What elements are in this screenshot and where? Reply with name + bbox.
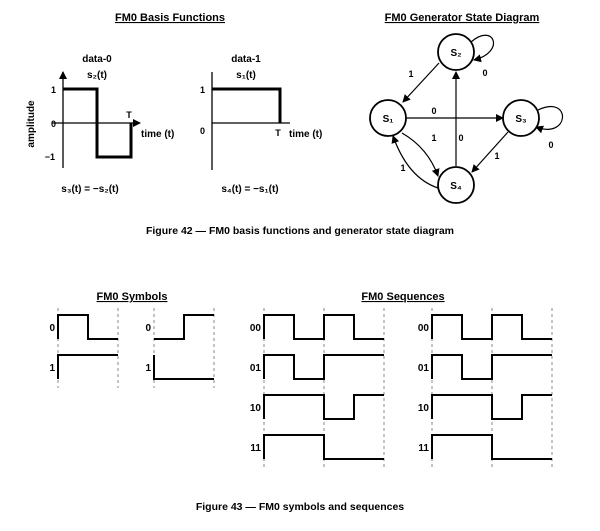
data0-time-label: time (t) (141, 129, 174, 140)
sequence-00-b (431, 314, 552, 340)
data0-T-label: T (126, 110, 132, 120)
symbol-label-0b: 0 (145, 323, 151, 334)
state-s1: S₁ (369, 99, 407, 137)
data1-waveform (212, 87, 282, 123)
sequence-10-b (431, 394, 552, 420)
sequences-title: FM0 Sequences (361, 291, 444, 303)
data0-tick-0: 0 (51, 119, 56, 129)
figure43-caption: Figure 43 — FM0 symbols and sequences (196, 501, 404, 513)
symbol-label-1b: 1 (145, 363, 151, 374)
seq-label-10a: 10 (250, 403, 262, 414)
state-s2-label: S₂ (450, 48, 461, 59)
seq-label-00a: 00 (250, 323, 262, 334)
seq-label-01b: 01 (418, 363, 430, 374)
edge-label-s1-s4: 1 (431, 133, 436, 143)
s1-label: s₁(t) (236, 70, 256, 81)
s3-equation: s₃(t) = −s₂(t) (61, 184, 118, 195)
data0-waveform (63, 87, 133, 159)
symbol-label-0a: 0 (49, 323, 55, 334)
edge-label-s2-self: 0 (482, 68, 487, 78)
edge-label-s3-self: 0 (548, 140, 553, 150)
edge-label-s3-s4: 1 (494, 151, 499, 161)
symbol-1-high (57, 354, 118, 379)
seq-label-00b: 00 (418, 323, 430, 334)
edge-label-s1-s3: 0 (431, 106, 436, 116)
edge-label-s2-s1: 1 (408, 69, 413, 79)
edge-s1-s4 (401, 132, 440, 177)
state-s4: S₄ (437, 166, 475, 204)
symbol-label-1a: 1 (49, 363, 55, 374)
s2-label: s₂(t) (87, 70, 107, 81)
state-diagram-title: FM0 Generator State Diagram (385, 12, 540, 24)
self-loop-s2 (470, 34, 494, 63)
symbols-guides (57, 308, 215, 388)
data1-tick-1: 1 (200, 85, 205, 95)
edge-s3-s4 (471, 131, 509, 173)
data1-tick-0: 0 (200, 126, 205, 136)
basis-title: FM0 Basis Functions (115, 12, 225, 24)
data1-label: data-1 (231, 54, 261, 65)
state-s4-label: S₄ (450, 181, 462, 192)
amplitude-label: amplitude (26, 100, 37, 148)
s4-equation: s₄(t) = −s₁(t) (221, 184, 278, 195)
symbol-0-low-start (154, 314, 214, 340)
data0-tick-1: 1 (51, 85, 56, 95)
sequence-10-a (263, 394, 384, 420)
seq-label-10b: 10 (418, 403, 430, 414)
sequence-11-a (263, 434, 384, 460)
data0-label: data-0 (82, 54, 112, 65)
sequence-11-b (431, 434, 552, 460)
sequence-01-a (263, 354, 384, 380)
sequence-00-a (263, 314, 384, 340)
seq-label-11b: 11 (418, 443, 429, 454)
symbols-title: FM0 Symbols (97, 291, 168, 303)
self-loop-s3 (535, 106, 564, 134)
sequences-guides (263, 308, 553, 470)
edge-label-s4-s2: 0 (458, 133, 463, 143)
seq-label-01a: 01 (250, 363, 262, 374)
state-s3-label: S₃ (515, 114, 527, 125)
data1-time-label: time (t) (289, 129, 322, 140)
edge-label-s4-s1: 1 (400, 163, 405, 173)
state-s1-label: S₁ (383, 114, 394, 125)
symbol-1-low (153, 355, 214, 380)
edge-s2-s1 (402, 62, 440, 103)
symbol-0-high-start (57, 314, 118, 340)
figure42-caption: Figure 42 — FM0 basis functions and gene… (146, 225, 454, 237)
state-s2: S₂ (437, 33, 475, 71)
edge-s4-s1 (391, 135, 439, 189)
state-s3: S₃ (502, 99, 540, 137)
data0-tick-minus1: −1 (45, 152, 55, 162)
sequence-01-b (431, 354, 552, 380)
data1-T-label: T (275, 128, 281, 138)
seq-label-11a: 11 (250, 443, 261, 454)
